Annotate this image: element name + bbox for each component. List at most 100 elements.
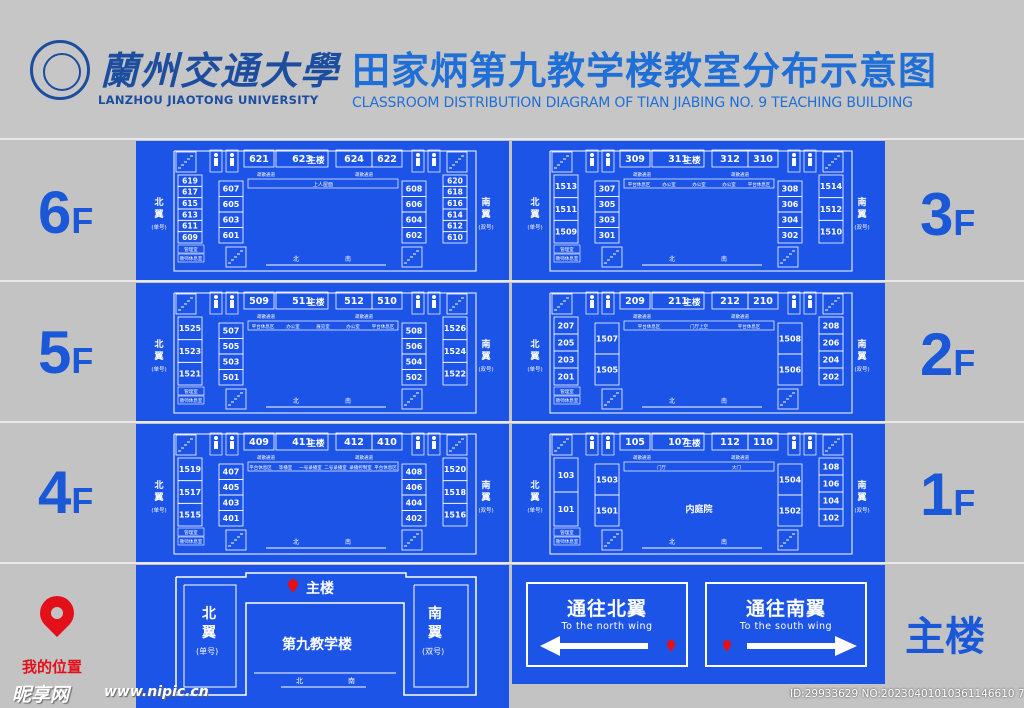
restroom-icon: [787, 432, 801, 456]
north-direction-label: 北: [293, 397, 299, 405]
room-number: 212: [720, 296, 740, 307]
room-number: 511: [292, 296, 312, 307]
room-number: 306: [782, 200, 799, 209]
north-direction-label: 北: [669, 538, 675, 546]
room-box: [553, 536, 581, 546]
room-box: [177, 395, 205, 405]
mid-room-label: 平台休息区: [372, 323, 395, 330]
restroom-icon: [803, 149, 817, 173]
floor-label-4f: 4F: [38, 459, 94, 526]
stairs-icon: [601, 529, 623, 551]
south-wing-label: 南: [857, 196, 866, 208]
even-numbers-note: (双号): [478, 366, 493, 373]
building-overview: 主楼 北 翼 (单号) 南 翼 (双号) 第九教学楼 北 南: [136, 565, 509, 708]
room-number: 615: [182, 199, 198, 208]
restroom-icon: [411, 291, 425, 315]
stairs-icon: [822, 293, 844, 315]
mid-room-label: 门厅上空: [690, 323, 708, 330]
university-name-cn: 蘭州交通大學: [100, 48, 341, 93]
room-box: [218, 227, 244, 244]
corridor-label: 疏散通道: [355, 171, 373, 178]
room-box: [594, 494, 620, 527]
building-outline: [549, 433, 853, 555]
grid-divider: [0, 562, 1024, 564]
mid-room-label: 一号录播室: [299, 464, 322, 471]
room-number: 1507: [596, 334, 618, 343]
room-number: 601: [223, 231, 240, 240]
corridor-label: 疏散通道: [633, 454, 651, 461]
mid-room-label: 平台休息区: [638, 323, 661, 330]
room-box: [275, 149, 329, 168]
page-title: 田家炳第九教学楼教室分布示意图: [352, 49, 938, 93]
svg-text:翼: 翼: [201, 625, 216, 641]
room-number: 1505: [596, 365, 619, 374]
room-number: 411: [292, 437, 312, 448]
north-wing-label: 翼: [153, 209, 163, 220]
stairs-icon: [446, 434, 468, 456]
restroom-icon: [601, 291, 615, 315]
room-number: 506: [406, 342, 423, 351]
stairs-icon: [551, 293, 573, 315]
room-number: 101: [558, 505, 575, 514]
room-number: 207: [558, 321, 575, 330]
room-number: 609: [182, 233, 198, 242]
room-number: 110: [753, 437, 773, 448]
room-number: 404: [406, 499, 423, 508]
room-number: 1512: [820, 205, 842, 214]
room-box: [818, 219, 844, 244]
corridor-label: 疏散通道: [257, 313, 275, 320]
to-south-wing-sign: 通往南翼 To the south wing: [705, 582, 867, 667]
south-direction-label: 南: [345, 538, 351, 546]
room-number: 505: [223, 342, 240, 351]
to-south-wing-label: 通往南翼: [745, 598, 826, 620]
north-direction-label: 北: [669, 255, 675, 263]
even-numbers-note: (双号): [478, 507, 493, 514]
room-box: [177, 361, 203, 386]
teacher-lounge-label: 教师休息室: [180, 397, 203, 404]
room-number: 204: [823, 355, 840, 364]
room-number: 509: [249, 296, 269, 307]
room-box: [651, 291, 705, 310]
room-number: 409: [249, 437, 269, 448]
restroom-icon: [601, 432, 615, 456]
restroom-icon: [585, 432, 599, 456]
mid-room-label: 录播控制室: [349, 464, 372, 471]
south-direction-label: 南: [721, 397, 727, 405]
room-number: 1523: [179, 347, 201, 356]
odd-numbers-note: (单号): [151, 506, 166, 514]
restroom-icon: [427, 432, 441, 456]
corridor-label: 疏散通道: [731, 454, 749, 461]
north-wing-label: 翼: [529, 492, 539, 503]
to-south-wing-label-en: To the south wing: [739, 621, 833, 632]
room-number: 305: [599, 200, 616, 209]
room-box: [218, 510, 244, 527]
stairs-icon: [601, 246, 623, 268]
mid-room-label: 办公室: [692, 181, 706, 188]
room-box: [777, 227, 803, 244]
grid-divider: [0, 138, 1024, 140]
north-wing-label: 翼: [529, 209, 539, 220]
south-direction-label: 南: [345, 397, 351, 405]
corridor-label: 疏散通道: [257, 454, 275, 461]
north-wing-label: 翼: [153, 351, 163, 362]
floor-label-2f: 2F: [920, 321, 976, 388]
room-number: 206: [823, 338, 840, 347]
room-number: 106: [823, 479, 840, 488]
room-box: [442, 361, 468, 386]
corridor-label: 疏散通道: [355, 313, 373, 320]
room-box: [747, 432, 779, 451]
south-wing-label: 翼: [856, 492, 866, 503]
mid-room-label: 办公室: [722, 181, 736, 188]
manage-room-label: 管理室: [184, 388, 198, 395]
to-north-wing-label-en: To the north wing: [561, 621, 653, 632]
south-wing-label: 翼: [480, 351, 490, 362]
room-number: 309: [625, 154, 645, 165]
stairs-icon: [777, 388, 799, 410]
room-number: 401: [223, 514, 240, 523]
room-number: 1525: [179, 324, 202, 333]
room-number: 610: [447, 233, 463, 242]
room-number: 406: [406, 483, 423, 492]
south-direction-label: 南: [345, 255, 351, 263]
corridor-label: 疏散通道: [633, 313, 651, 320]
stairs-icon: [401, 529, 423, 551]
